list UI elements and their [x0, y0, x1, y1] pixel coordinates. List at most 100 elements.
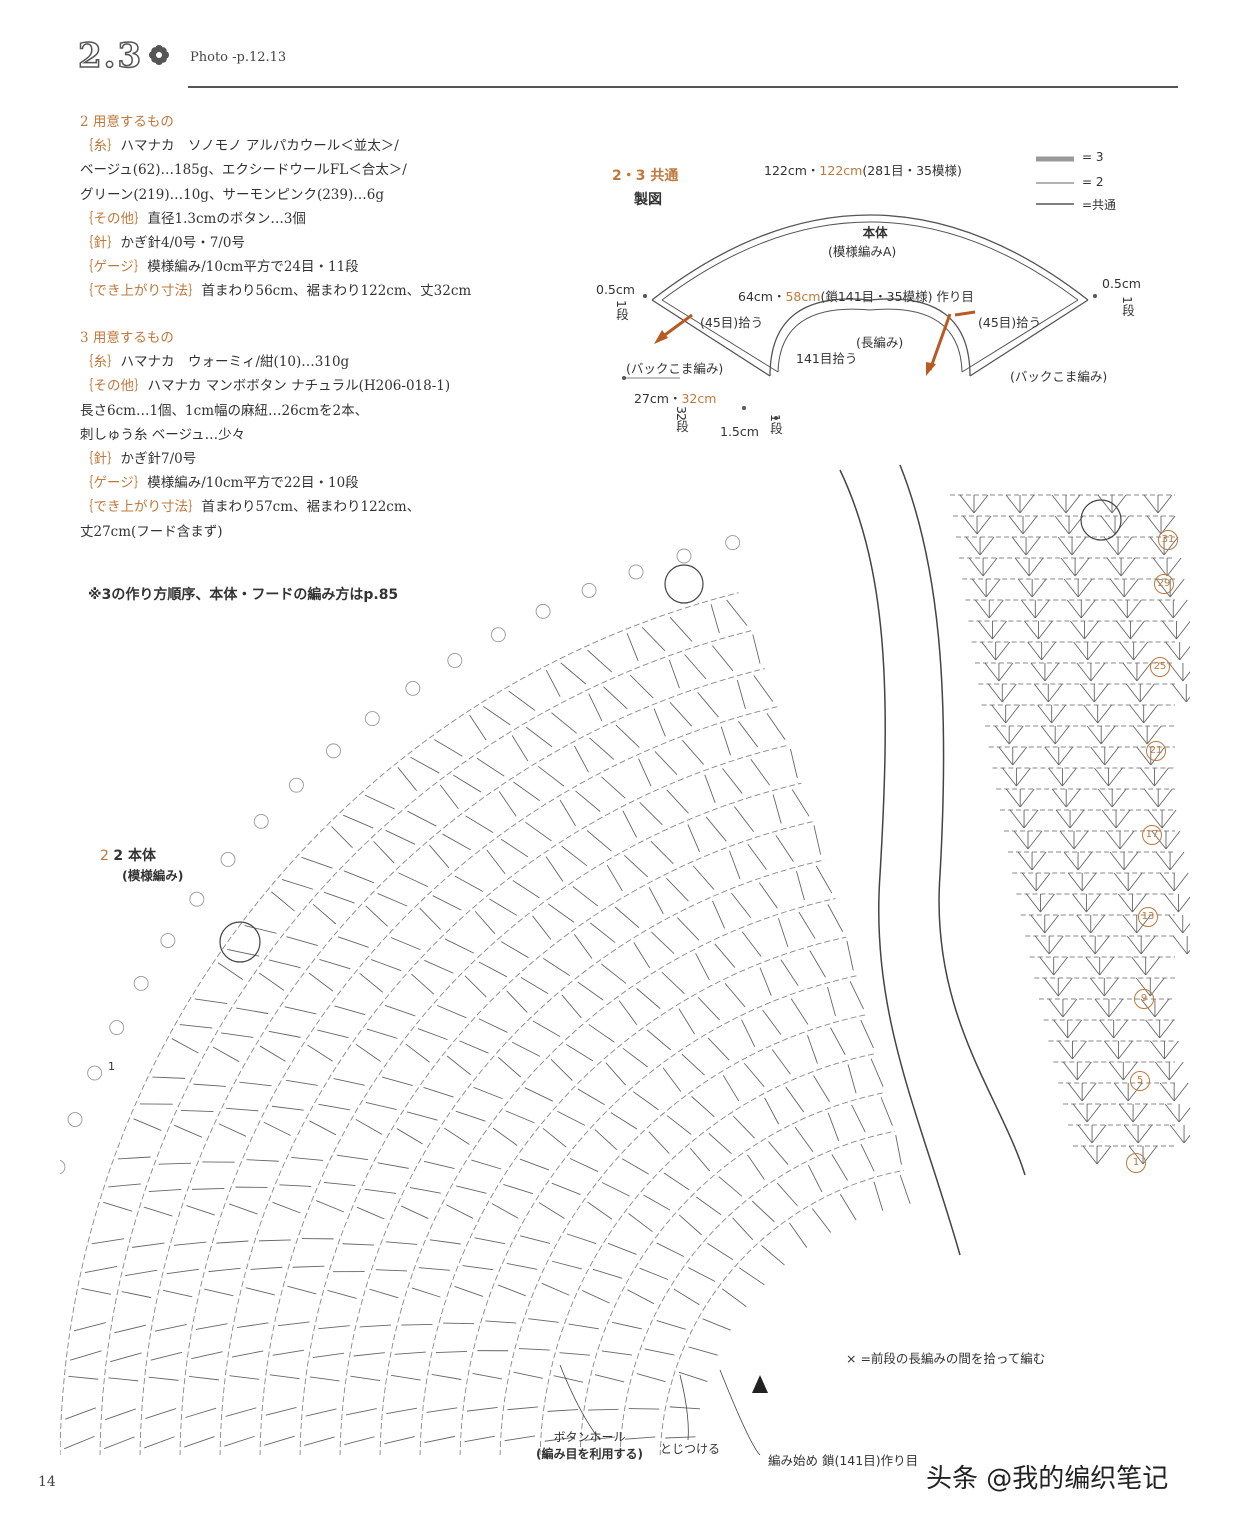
stitch-note: × =前段の長編みの間を拾って編む: [846, 1351, 1046, 1366]
chart-stitch: [433, 739, 463, 757]
chart-stitch: [1072, 1040, 1087, 1060]
chart-stitch: [319, 959, 351, 970]
chart-stitch: [459, 1040, 489, 1054]
chart-stitch: [410, 756, 440, 774]
chart-stitch: [633, 942, 651, 969]
chart-stitch: [736, 679, 746, 709]
chart-stitch: [154, 1324, 187, 1332]
chart-stitch: [1165, 830, 1181, 850]
chart-stitch: [780, 959, 799, 986]
chart-stitch: [831, 1154, 848, 1181]
chart-stitch: [681, 1053, 705, 1076]
chart-stitch: [454, 875, 484, 892]
chart-stitch: [226, 1107, 259, 1112]
chart-stitch: [323, 891, 355, 904]
chart-stitch: [771, 1049, 791, 1075]
chart-stitch: [979, 536, 995, 556]
chart-stitch: [666, 878, 689, 902]
chart-stitch: [557, 1110, 586, 1126]
chart-stitch: [827, 1112, 840, 1142]
chart-stitch: [1132, 893, 1147, 913]
chart-stitch: [456, 1185, 487, 1194]
chart-stitch: [148, 1189, 182, 1193]
chart-stitch: [269, 1374, 300, 1380]
chart-stitch: [1089, 977, 1105, 997]
chart-stitch: [1113, 1019, 1129, 1039]
pattern-number: 2.3: [77, 35, 144, 77]
chart-stitch: [454, 1286, 484, 1297]
chart-stitch: [424, 959, 454, 974]
chart-stitch: [1122, 1061, 1138, 1081]
chart-stitch: [108, 1183, 141, 1188]
schematic-pick-left: (45目)拾う: [700, 315, 764, 330]
chart-stitch: [84, 1265, 118, 1274]
chart-stitch: [431, 1373, 462, 1380]
chart-stitch: [1152, 557, 1168, 577]
row-number: 1: [1126, 1153, 1146, 1173]
chart-stitch: [1087, 641, 1103, 661]
chart-stitch: [1169, 851, 1185, 871]
chart-stitch: [1100, 515, 1116, 535]
chart-stitch: [225, 1407, 257, 1417]
chart-stitch: [962, 515, 978, 535]
chart-stitch: [1120, 557, 1136, 577]
chart-stitch: [790, 998, 809, 1025]
chart-stitch: [1031, 578, 1047, 598]
chart-stitch: [1171, 683, 1187, 703]
chart-stitch: [1173, 1082, 1189, 1102]
chart-stitch: [304, 1436, 335, 1446]
chart-stitch: [650, 841, 674, 865]
chart-stitch: [1019, 788, 1035, 808]
chart-stitch: [1164, 1040, 1179, 1060]
chart-stitch: [323, 1182, 356, 1186]
legend-common: =共通: [1082, 198, 1117, 212]
chart-stitch: [520, 1235, 551, 1244]
chart-stitch: [1027, 641, 1043, 661]
chart-stitch: [1130, 620, 1145, 640]
chart-stitch: [707, 1243, 734, 1261]
chart-stitch: [669, 1406, 701, 1410]
chart-mark-1: 1: [108, 1060, 115, 1073]
chart-stitch: [544, 1436, 576, 1442]
chart-stitch: [1118, 1103, 1134, 1123]
chart-stitch: [1080, 599, 1096, 619]
chart-stitch: [386, 1407, 418, 1415]
row-number: 31: [1158, 530, 1178, 550]
chart-round: [539, 1052, 877, 1455]
chart-stitch: [1067, 1082, 1083, 1102]
chart-stitch: [1126, 599, 1142, 619]
chart-stitch: [661, 971, 685, 994]
chart-stitch: [612, 1321, 642, 1330]
chart-stitch: [474, 910, 496, 935]
chart-stitch: [973, 494, 989, 514]
chart-stitch: [1080, 935, 1096, 955]
chart-stitch: [492, 1127, 518, 1146]
chart-stitch: [1065, 788, 1081, 808]
chart-stitch: [626, 632, 639, 662]
chart-stitch: [333, 1078, 365, 1086]
chart-stitch: [217, 962, 244, 980]
chart-stitch: [292, 1265, 325, 1268]
chart-stitch: [1057, 536, 1073, 556]
chart-stitch: [1069, 809, 1085, 829]
chart-stitch: [1008, 725, 1024, 745]
chart-round: [659, 1169, 904, 1455]
chart-stitch: [1077, 1124, 1093, 1144]
chart-stitch: [586, 830, 612, 852]
chart-stitch: [974, 599, 990, 619]
chart-stitch: [860, 1019, 874, 1049]
chart-stitch: [307, 1044, 333, 1062]
chart-stitch: [1154, 767, 1169, 787]
chart-stitch: [633, 1091, 659, 1111]
chart-stitch: [830, 1027, 846, 1055]
row-number: 17: [1142, 825, 1162, 845]
chart-stitch: [1122, 662, 1138, 682]
chart-stitch: [512, 880, 540, 899]
chart-stitch: [688, 1346, 718, 1356]
header-rule: [188, 86, 1178, 88]
chart-stitch: [1051, 788, 1067, 808]
chart-stitch: [286, 936, 318, 946]
chart-stitch: [729, 850, 741, 880]
chart-stitch: [1096, 1145, 1112, 1165]
chart-stitch: [673, 1288, 700, 1306]
